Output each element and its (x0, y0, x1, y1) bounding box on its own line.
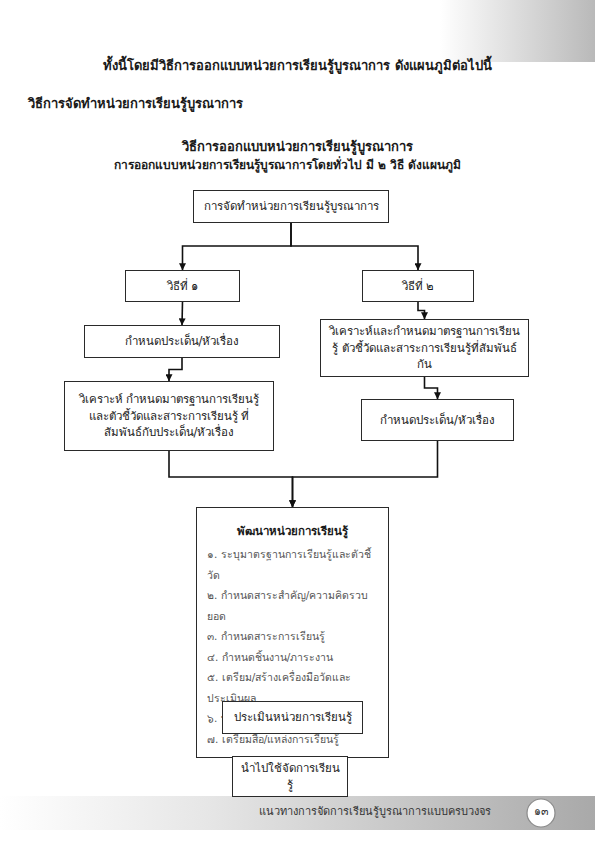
box-text: การจัดทำหน่วยการเรียนรู้บูรณาการ (204, 198, 379, 215)
footer-band (0, 796, 595, 830)
flow-arrow (293, 441, 438, 507)
list-item: ๒. กำหนดสาระสำคัญ/ความคิดรวบยอด (207, 585, 378, 626)
method-box: วิธีที่ ๑ (125, 270, 240, 302)
corner-photo (440, 0, 595, 62)
list-item: ๓. กำหนดสาระการเรียนรู้ (207, 626, 378, 646)
box-text: กำหนดประเด็น/หัวเรื่อง (380, 412, 495, 429)
chart-title: วิธีการออกแบบหน่วยการเรียนรู้บูรณาการ (0, 139, 595, 156)
chart-subtitle: การออกแบบหน่วยการเรียนรู้บูรณาการโดยทั่ว… (0, 158, 575, 174)
footer-text: แนวทางการจัดการเรียนรู้บูรณาการแบบครบวงจ… (230, 805, 520, 819)
process-box: กำหนดประเด็น/หัวเรื่อง (84, 325, 280, 358)
start-box: การจัดทำหน่วยการเรียนรู้บูรณาการ (193, 190, 389, 223)
box-text: ประเมินหน่วยการเรียนรู้ (234, 709, 352, 726)
flow-arrow (181, 302, 183, 325)
box-text: วิธีที่ ๒ (402, 278, 435, 295)
process-box: กำหนดประเด็น/หัวเรื่อง (361, 399, 514, 441)
box-text: วิธีที่ ๑ (167, 278, 199, 295)
page-number: ๑๓ (527, 805, 555, 819)
box-text: วิเคราะห์ กำหนดมาตรฐานการเรียนรู้ และตัว… (71, 391, 267, 441)
box-text: กำหนดประเด็น/หัวเรื่อง (125, 333, 240, 350)
flow-arrow (183, 223, 292, 270)
method-box: วิธีที่ ๒ (362, 270, 474, 302)
flow-arrow (418, 302, 425, 319)
end-box: นำไปใช้จัดการเรียนรู้ (232, 756, 348, 797)
list-item: ๑. ระบุมาตรฐานการเรียนรู้และตัวชี้วัด (207, 544, 378, 585)
flow-arrow (425, 377, 438, 399)
intro-sentence: ทั้งนี้โดยมีวิธีการออกแบบหน่วยการเรียนรู… (0, 58, 595, 75)
box-text: พัฒนาหน่วยการเรียนรู้ (207, 520, 378, 542)
process-box: วิเคราะห์และกำหนดมาตรฐานการเรียนรู้ ตัวช… (320, 319, 529, 377)
flow-arrow (169, 451, 293, 507)
box-text: นำไปใช้จัดการเรียนรู้ (239, 760, 341, 793)
section-heading: วิธีการจัดทำหน่วยการเรียนรู้บูรณาการ (28, 96, 548, 113)
process-box: วิเคราะห์ กำหนดมาตรฐานการเรียนรู้ และตัว… (64, 381, 274, 451)
page-number-circle (527, 799, 555, 827)
flow-arrow (169, 358, 182, 381)
box-text: วิเคราะห์และกำหนดมาตรฐานการเรียนรู้ ตัวช… (327, 323, 522, 373)
list-item: ๔. กำหนดชิ้นงาน/ภาระงาน (207, 647, 378, 667)
process-box: ประเมินหน่วยการเรียนรู้ (222, 701, 363, 734)
flow-arrow (291, 223, 418, 270)
